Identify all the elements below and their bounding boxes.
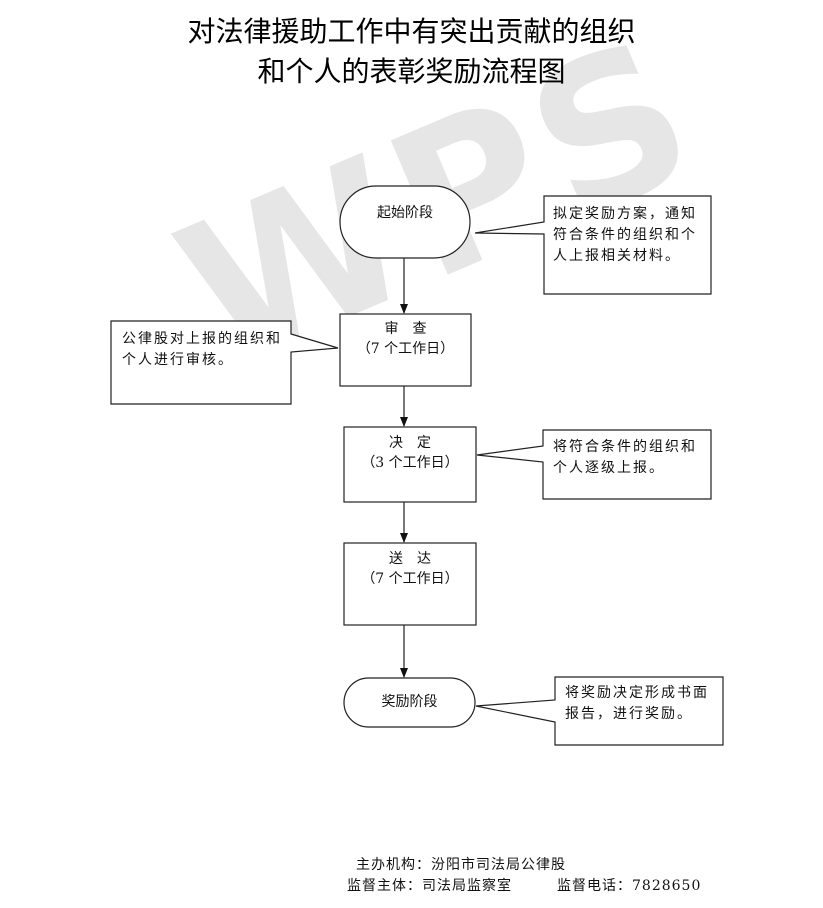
node-deliver-duration: （7 个工作日） — [361, 571, 459, 587]
node-deliver-title: 送 达 — [389, 551, 431, 567]
node-start-shape — [339, 185, 471, 259]
node-review-label: 审 查 （7 个工作日） — [340, 319, 471, 359]
note-decide-callout — [476, 429, 712, 500]
node-decide-duration: （3 个工作日） — [361, 455, 459, 471]
page-title-line-2: 和个人的表彰奖励流程图 — [257, 55, 566, 88]
node-review-shape — [339, 313, 472, 387]
node-decide-label: 决 定 （3 个工作日） — [344, 433, 476, 473]
footer-supervisor: 监督主体：司法局监察室 — [347, 878, 512, 894]
note-review-text: 公律股对上报的组织和个人进行审核。 — [122, 331, 282, 368]
note-reward-callout — [475, 676, 724, 746]
footer-phone: 监督电话：7828650 — [557, 878, 702, 894]
note-start-text: 拟定奖励方案，通知符合条件的组织和个人上报相关材料。 — [553, 206, 697, 264]
note-start-callout — [474, 195, 712, 295]
footer-organizer: 主办机构：汾阳市司法局公律股 — [356, 857, 566, 873]
page-title-line-1: 对法律援助工作中有突出贡献的组织 — [187, 15, 636, 48]
note-review-callout — [110, 320, 339, 405]
note-decide-text: 将符合条件的组织和个人逐级上报。 — [553, 439, 697, 476]
node-reward-title: 奖励阶段 — [381, 694, 438, 710]
node-start-label: 起始阶段 — [340, 203, 470, 223]
node-decide-shape — [343, 426, 477, 503]
node-deliver-shape — [343, 542, 477, 626]
node-reward-label: 奖励阶段 — [344, 692, 475, 712]
node-deliver-label: 送 达 （7 个工作日） — [344, 549, 476, 589]
note-reward-text: 将奖励决定形成书面报告，进行奖励。 — [565, 685, 709, 722]
node-start-title: 起始阶段 — [377, 205, 433, 221]
node-reward-shape — [343, 677, 476, 728]
node-review-duration: （7 个工作日） — [356, 341, 455, 357]
node-review-title: 审 查 — [384, 321, 427, 337]
node-decide-title: 决 定 — [389, 435, 431, 451]
